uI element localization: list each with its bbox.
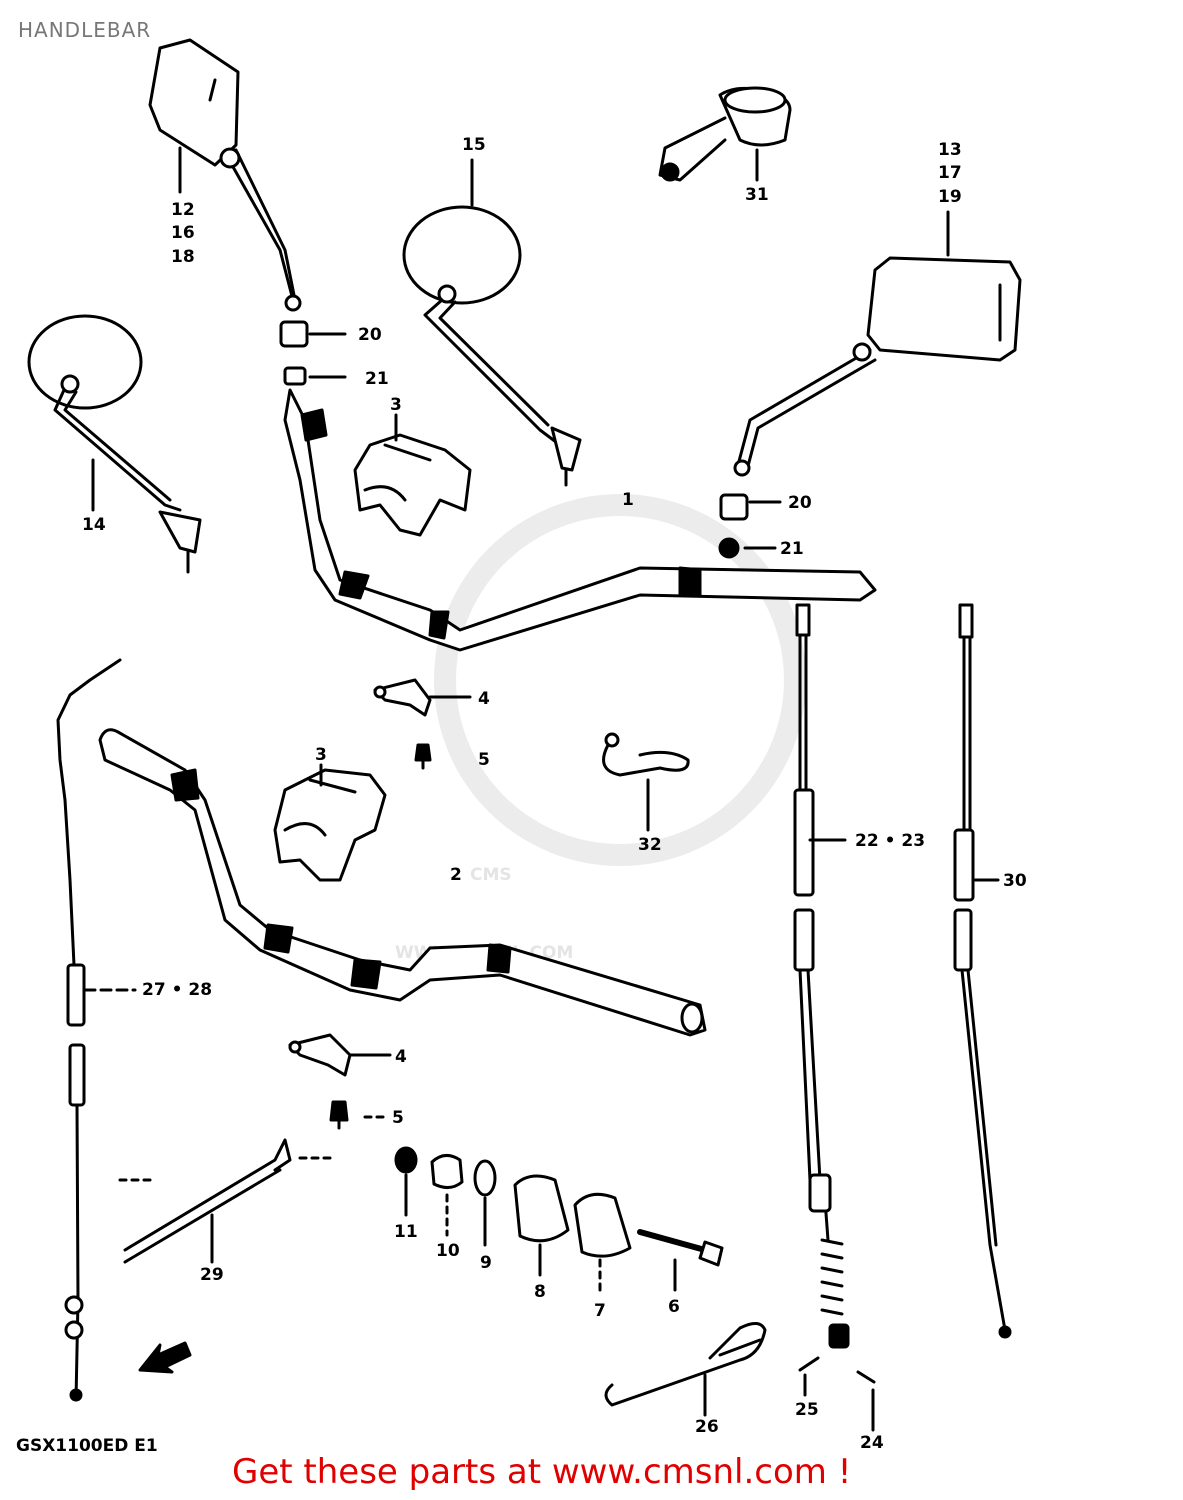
callout-12: 12 — [171, 200, 195, 220]
return-cable[interactable] — [953, 603, 1012, 1339]
mirror-rectangular-right[interactable] — [733, 256, 1022, 477]
callout-16: 16 — [171, 223, 195, 243]
callout-5-lower: 5 — [392, 1108, 404, 1128]
holder-plate-lower[interactable] — [288, 1033, 352, 1077]
choke-cable[interactable] — [118, 1138, 332, 1264]
callout-10: 10 — [436, 1241, 460, 1261]
holder-plate-upper[interactable] — [373, 678, 432, 717]
screw-25[interactable] — [798, 1356, 820, 1372]
callout-7: 7 — [594, 1301, 606, 1321]
cable-clip[interactable] — [604, 1322, 767, 1407]
callout-27-28: 27 • 28 — [142, 980, 212, 1000]
callout-25: 25 — [795, 1400, 819, 1420]
promo-link[interactable]: Get these parts at www.cmsnl.com ! — [232, 1452, 852, 1492]
callout-6: 6 — [668, 1297, 680, 1317]
callout-29: 29 — [200, 1265, 224, 1285]
handlebar-1[interactable] — [283, 388, 877, 652]
mirror-round-left[interactable] — [27, 314, 202, 574]
balancer-weight-outer[interactable] — [573, 1192, 632, 1258]
adjuster-left[interactable] — [279, 320, 309, 386]
callout-11: 11 — [394, 1222, 418, 1242]
weight-spacer[interactable] — [430, 1154, 464, 1189]
bolt-upper[interactable] — [414, 743, 432, 770]
callout-13: 13 — [938, 140, 962, 160]
balancer-weight-inner[interactable] — [513, 1174, 570, 1243]
callout-17: 17 — [938, 163, 962, 183]
callout-1: 1 — [622, 490, 634, 510]
callout-9: 9 — [480, 1253, 492, 1273]
clutch-cable[interactable] — [56, 658, 122, 1402]
callout-4-upper: 4 — [478, 689, 490, 709]
callout-18: 18 — [171, 247, 195, 267]
mirror-round-center[interactable] — [402, 205, 582, 487]
callout-21-left: 21 — [365, 369, 389, 389]
screw[interactable] — [637, 1229, 724, 1267]
callout-24: 24 — [860, 1433, 884, 1453]
callout-labels: 12 16 18 15 31 13 17 19 20 21 3 14 1 20 … — [82, 135, 1027, 1453]
callout-3-upper: 3 — [390, 395, 402, 415]
watermark-logo-text: CMS — [470, 865, 512, 885]
screw-24[interactable] — [856, 1370, 876, 1384]
callout-5-upper: 5 — [478, 750, 490, 770]
throttle-grip-housing[interactable] — [658, 86, 792, 182]
callout-14: 14 — [82, 515, 106, 535]
callout-30: 30 — [1003, 871, 1027, 891]
callout-21-right: 21 — [780, 539, 804, 559]
callout-22-23: 22 • 23 — [855, 831, 925, 851]
bolt-lower[interactable] — [329, 1100, 349, 1130]
washer[interactable] — [473, 1159, 497, 1197]
callout-32: 32 — [638, 835, 662, 855]
callout-20-right: 20 — [788, 493, 812, 513]
handlebar-2[interactable] — [98, 728, 707, 1037]
throttle-cable[interactable] — [793, 603, 850, 1349]
callout-8: 8 — [534, 1282, 546, 1302]
handlebar-holder-upper[interactable] — [353, 433, 472, 537]
callout-20-left: 20 — [358, 325, 382, 345]
wire-clamp[interactable] — [602, 732, 690, 832]
handlebar-holder-lower[interactable] — [273, 768, 387, 882]
callout-26: 26 — [695, 1417, 719, 1437]
model-code: GSX1100ED E1 — [16, 1436, 158, 1456]
adjuster-right[interactable] — [718, 493, 749, 559]
front-arrow-icon — [138, 1341, 192, 1374]
callout-3-lower: 3 — [315, 745, 327, 765]
callout-4-lower: 4 — [395, 1047, 407, 1067]
callout-2: 2 — [450, 865, 462, 885]
mirror-rectangular-left[interactable] — [148, 38, 302, 312]
callout-31: 31 — [745, 185, 769, 205]
callout-19: 19 — [938, 187, 962, 207]
weight-nut[interactable] — [394, 1146, 418, 1174]
callout-15: 15 — [462, 135, 486, 155]
page-title: HANDLEBAR — [18, 18, 152, 42]
